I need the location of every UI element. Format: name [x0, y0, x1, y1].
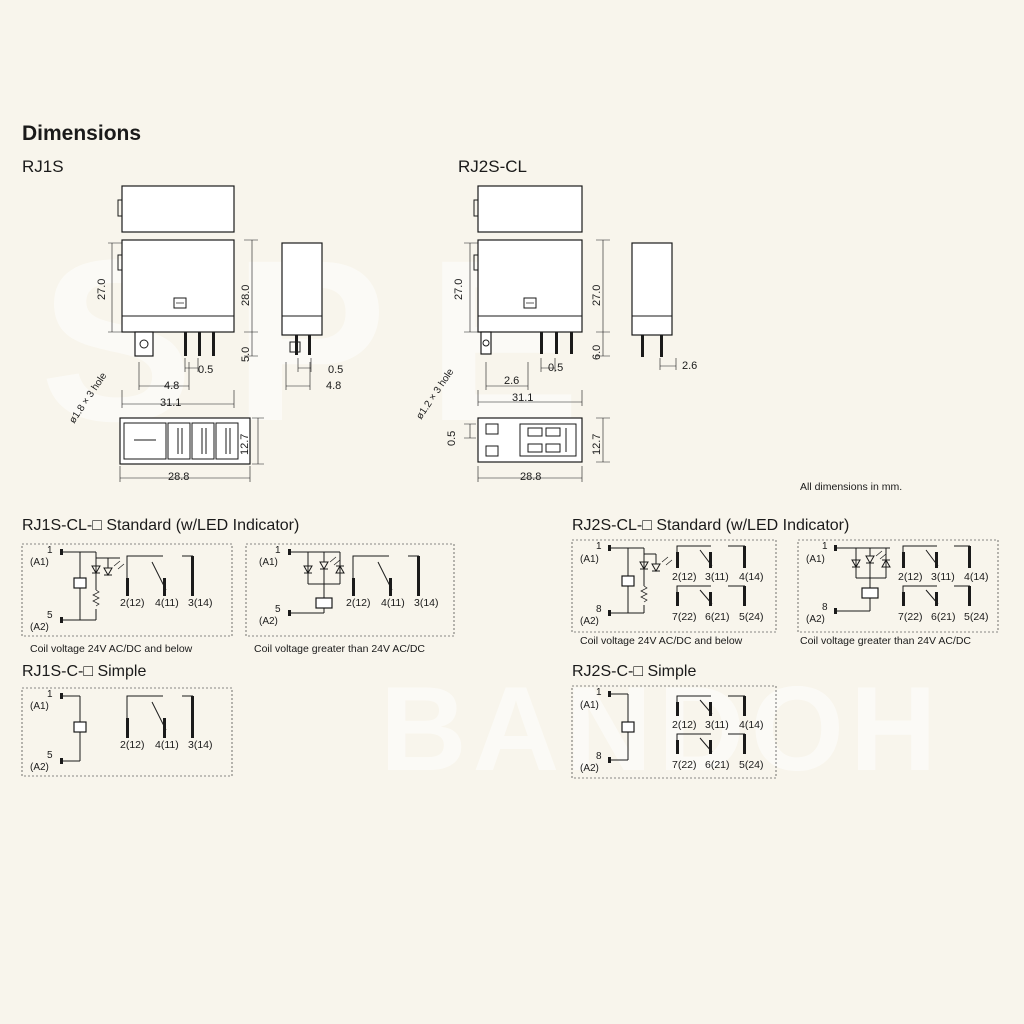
- terminal-r2c: 5(24): [739, 611, 764, 623]
- dim-27-0-b: 27.0: [591, 285, 603, 306]
- dim-12-7: 12.7: [239, 434, 251, 455]
- schematic-rj1s-c: [21, 687, 233, 777]
- terminal-nc: 2(12): [346, 597, 371, 609]
- terminal-com: 4(11): [381, 597, 405, 609]
- terminal-5: 5: [47, 750, 53, 761]
- terminal-1: 1: [822, 541, 828, 552]
- caption-high-rj1s: Coil voltage greater than 24V AC/DC: [254, 643, 425, 655]
- dim-5-0: 5.0: [240, 347, 252, 362]
- rj1s-drawing: [108, 185, 323, 482]
- terminal-r1c: 4(14): [739, 719, 764, 731]
- terminal-1: 1: [47, 545, 53, 556]
- dim-6-0: 6.0: [591, 345, 603, 360]
- terminal-a1: (A1): [30, 701, 49, 712]
- dim-12-7: 12.7: [591, 434, 603, 455]
- terminal-r1c: 4(14): [964, 571, 989, 583]
- terminal-no: 3(14): [414, 597, 439, 609]
- dim-28-8: 28.8: [168, 471, 189, 483]
- terminal-no: 3(14): [188, 739, 213, 751]
- dim-4-8: 4.8: [164, 380, 179, 392]
- page-title: Dimensions: [22, 122, 141, 145]
- units-note: All dimensions in mm.: [800, 481, 902, 493]
- terminal-a2: (A2): [30, 622, 49, 633]
- terminal-8: 8: [596, 751, 602, 762]
- schematic-rj1s-c-labels: 1 (A1) 5 (A2) 2(12) 4(11) 3(14): [30, 689, 213, 773]
- terminal-nc: 2(12): [120, 597, 145, 609]
- schematic-rj2s-cl-high: [797, 539, 999, 633]
- terminal-r1a: 2(12): [672, 571, 697, 583]
- dim-28-8: 28.8: [520, 471, 541, 483]
- terminal-1: 1: [275, 545, 281, 556]
- dim-side-2-6: 2.6: [682, 360, 697, 372]
- section-title-rj1s-cl: RJ1S-CL-□ Standard (w/LED Indicator): [22, 517, 299, 534]
- terminal-a1: (A1): [806, 554, 825, 565]
- model-label-rj2s: RJ2S-CL: [458, 157, 527, 176]
- terminal-r1a: 2(12): [672, 719, 697, 731]
- terminal-r2c: 5(24): [739, 759, 764, 771]
- terminal-8: 8: [596, 604, 602, 615]
- terminal-1: 1: [596, 541, 602, 552]
- terminal-a2: (A2): [30, 762, 49, 773]
- terminal-a1: (A1): [580, 700, 599, 711]
- dim-0-5-b: 0.5: [446, 431, 458, 446]
- terminal-r1b: 3(11): [931, 571, 955, 583]
- section-title-rj1s-c: RJ1S-C-□ Simple: [22, 663, 146, 680]
- terminal-a2: (A2): [259, 616, 278, 627]
- terminal-r2a: 7(22): [672, 759, 697, 771]
- watermark-bottom: BANDOH: [380, 662, 943, 796]
- schematic-rj1s-cl-low-labels: 1 (A1) 5 (A2) 2(12) 4(11) 3(14): [30, 545, 213, 633]
- terminal-a2: (A2): [806, 614, 825, 625]
- model-label-rj1s: RJ1S: [22, 157, 64, 176]
- terminal-a1: (A1): [259, 557, 278, 568]
- terminal-1: 1: [47, 689, 53, 700]
- terminal-a2: (A2): [580, 616, 599, 627]
- schematic-rj2s-cl-low: [571, 539, 777, 633]
- schematic-rj2s-c-labels: 1 (A1) 8 (A2) 2(12) 3(11) 4(14) 7(22) 6(…: [580, 687, 764, 774]
- terminal-a2: (A2): [580, 763, 599, 774]
- terminal-r1b: 3(11): [705, 719, 729, 731]
- terminal-r1c: 4(14): [739, 571, 764, 583]
- dim-0-5: 0.5: [198, 364, 213, 376]
- terminal-r1b: 3(11): [705, 571, 729, 583]
- terminal-r1a: 2(12): [898, 571, 923, 583]
- schematic-rj2s-c: [571, 685, 777, 779]
- caption-low-rj1s: Coil voltage 24V AC/DC and below: [30, 643, 193, 655]
- dim-side-0-5: 0.5: [328, 364, 343, 376]
- terminal-com: 4(11): [155, 597, 179, 609]
- section-title-rj2s-c: RJ2S-C-□ Simple: [572, 663, 696, 680]
- terminal-r2b: 6(21): [931, 611, 956, 623]
- terminal-r2a: 7(22): [898, 611, 923, 623]
- terminal-5: 5: [47, 610, 53, 621]
- dim-28-0: 28.0: [240, 285, 252, 306]
- terminal-r2a: 7(22): [672, 611, 697, 623]
- dim-2-6: 2.6: [504, 375, 519, 387]
- dim-27-0: 27.0: [96, 279, 108, 300]
- terminal-a1: (A1): [580, 554, 599, 565]
- dim-31-1: 31.1: [512, 392, 533, 404]
- dim-27-0: 27.0: [453, 279, 465, 300]
- terminal-com: 4(11): [155, 739, 179, 751]
- dim-31-1: 31.1: [160, 397, 181, 409]
- dim-0-5: 0.5: [548, 362, 563, 374]
- terminal-a1: (A1): [30, 557, 49, 568]
- terminal-no: 3(14): [188, 597, 213, 609]
- section-title-rj2s-cl: RJ2S-CL-□ Standard (w/LED Indicator): [572, 517, 849, 534]
- caption-low-rj2s: Coil voltage 24V AC/DC and below: [580, 635, 743, 647]
- terminal-r2b: 6(21): [705, 759, 730, 771]
- terminal-1: 1: [596, 687, 602, 698]
- dim-side-4-8: 4.8: [326, 380, 341, 392]
- caption-high-rj2s: Coil voltage greater than 24V AC/DC: [800, 635, 971, 647]
- terminal-8: 8: [822, 602, 828, 613]
- schematic-rj1s-cl-low: [21, 543, 233, 637]
- schematic-rj1s-cl-high: [245, 543, 455, 637]
- schematic-rj2s-cl-low-labels: 1 (A1) 8 (A2) 2(12) 3(11) 4(14) 7(22) 6(…: [580, 541, 764, 627]
- terminal-nc: 2(12): [120, 739, 145, 751]
- rj2s-drawing: [464, 185, 677, 482]
- schematic-rj1s-cl-high-labels: 1 (A1) 5 (A2) 2(12) 4(11) 3(14): [259, 545, 439, 627]
- terminal-r2b: 6(21): [705, 611, 730, 623]
- schematic-rj2s-cl-high-labels: 1 (A1) 8 (A2) 2(12) 3(11) 4(14) 7(22) 6(…: [806, 541, 989, 625]
- terminal-r2c: 5(24): [964, 611, 989, 623]
- terminal-5: 5: [275, 604, 281, 615]
